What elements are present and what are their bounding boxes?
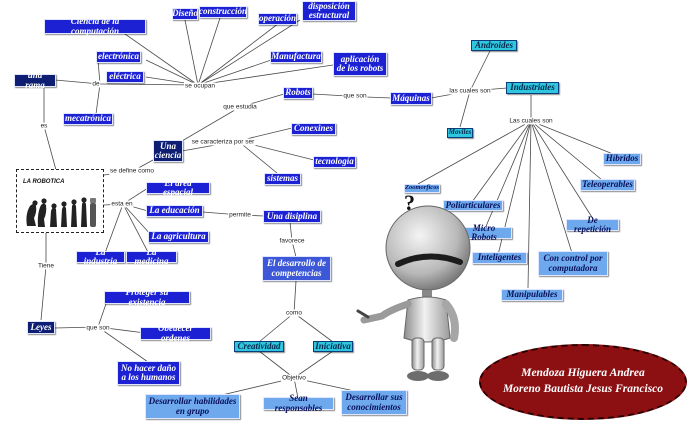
robot-evolution-image: LA ROBOTICA (16, 169, 104, 233)
link-las-cuales-son-2: Las cuales son (508, 117, 554, 125)
evolution-silhouettes-icon (26, 197, 96, 227)
concept-industriales[interactable]: Industriales (506, 82, 559, 94)
concept-moviles[interactable]: Moviles (447, 128, 473, 138)
concept-robots[interactable]: Robots (283, 87, 313, 99)
concept-proteger-existencia[interactable]: Proteger su existencia (104, 287, 190, 306)
authors-badge: Mendoza Higuera Andrea Moreno Bautista J… (479, 344, 687, 420)
concept-de-repeticion[interactable]: De repetición (566, 215, 619, 234)
concept-no-hacer-dano[interactable]: No hacer daño a los humanos (117, 361, 180, 385)
link-se-define: se define como (108, 167, 156, 175)
concept-hibridos[interactable]: Híbridos (603, 153, 641, 165)
concept-desarrollar-habilidades[interactable]: Desarrollar habilidades en grupo (145, 394, 240, 419)
image-caption: LA ROBOTICA (23, 179, 65, 185)
concept-conexiones[interactable]: Conexines (291, 123, 336, 135)
link-se-ocupan: se ocupan (184, 82, 216, 90)
concept-diseno[interactable]: Diseño (172, 8, 199, 20)
concept-teleoperables[interactable]: Teleoperables (580, 179, 635, 191)
link-permite: permite (228, 211, 252, 219)
concept-inteligentes[interactable]: Inteligentes (472, 252, 527, 264)
concept-obedecer-ordenes[interactable]: Obedecer ordenes (140, 323, 211, 342)
question-mark-icon: ? (404, 190, 415, 215)
link-tiene: Tiene (36, 262, 56, 270)
concept-androides[interactable]: Androides (471, 40, 517, 51)
concept-sean-responsables[interactable]: Sean responsables (263, 393, 334, 412)
concept-manipulables[interactable]: Manipulables (501, 289, 563, 301)
concept-una-rama[interactable]: una rama (14, 70, 56, 89)
concept-disposicion-estructural[interactable]: disposición estructural (302, 1, 356, 21)
author-name-2: Moreno Bautista Jesus Francisco (502, 383, 664, 395)
link-esta-en: esta en (110, 200, 134, 208)
link-se-caracteriza: se caracteriza por ser (190, 138, 256, 146)
link-objetivo: Objetivo (281, 374, 307, 382)
concept-una-disciplina[interactable]: Una disiplina (263, 210, 321, 223)
concept-desarrollo-competencias[interactable]: El desarrollo de competencias (262, 256, 331, 281)
concept-una-ciencia[interactable]: Una ciencia (153, 140, 183, 162)
link-es: es (39, 122, 49, 130)
concept-iniciativa[interactable]: Iniciativa (313, 341, 353, 352)
link-de: de (91, 80, 101, 88)
concept-maquinas[interactable]: Máquinas (390, 92, 432, 105)
concept-la-educacion[interactable]: La educación (146, 205, 203, 217)
concept-area-espacial[interactable]: El area espacial (146, 178, 210, 197)
concept-zoomorficos[interactable]: Zoomorficos (404, 184, 440, 193)
concept-creatividad[interactable]: Creatividad (234, 341, 284, 352)
author-name-1: Mendoza Higuera Andrea (521, 367, 645, 380)
concept-la-agricultura[interactable]: La agricultura (148, 231, 209, 243)
concept-la-industria[interactable]: La industria (76, 247, 125, 266)
link-las-cuales-son-1: las cuales son (448, 87, 492, 95)
concept-sistemas[interactable]: sistemas (264, 173, 301, 185)
link-favorece: favorece (278, 237, 306, 245)
concept-leyes[interactable]: Leyes (27, 321, 55, 334)
concept-tecnologia[interactable]: tecnología (313, 156, 356, 168)
concept-poliarticulares[interactable]: Poliarticulares (443, 200, 503, 211)
concept-electrica[interactable]: eléctrica (106, 71, 144, 83)
concept-electronica[interactable]: electrónica (96, 51, 141, 63)
concept-mecatronica[interactable]: mecatrónica (63, 113, 113, 125)
concept-desarrollar-conocimientos[interactable]: Desarrollar sus conocimientos (341, 390, 407, 415)
link-que-son-robots: que son (342, 92, 368, 100)
link-que-estudia: que estudia (222, 103, 258, 111)
concept-ciencia-computacion[interactable]: Ciencia de la computación (44, 16, 146, 35)
link-que-son-leyes: que son (85, 324, 111, 332)
concept-control-computadora[interactable]: Con control por computadora (538, 251, 608, 276)
concept-la-medicina[interactable]: La medicina (126, 247, 177, 266)
concept-operacion[interactable]: operación (258, 13, 297, 25)
concept-construccion[interactable]: construcción (199, 6, 248, 18)
robot-character-icon (356, 205, 471, 381)
link-como: como (285, 309, 303, 317)
concept-micro-robots[interactable]: Micro Robots (456, 223, 512, 242)
concept-manufactura[interactable]: Manufactura (270, 51, 322, 63)
concept-aplicacion-robots[interactable]: aplicación de los robots (333, 52, 387, 76)
